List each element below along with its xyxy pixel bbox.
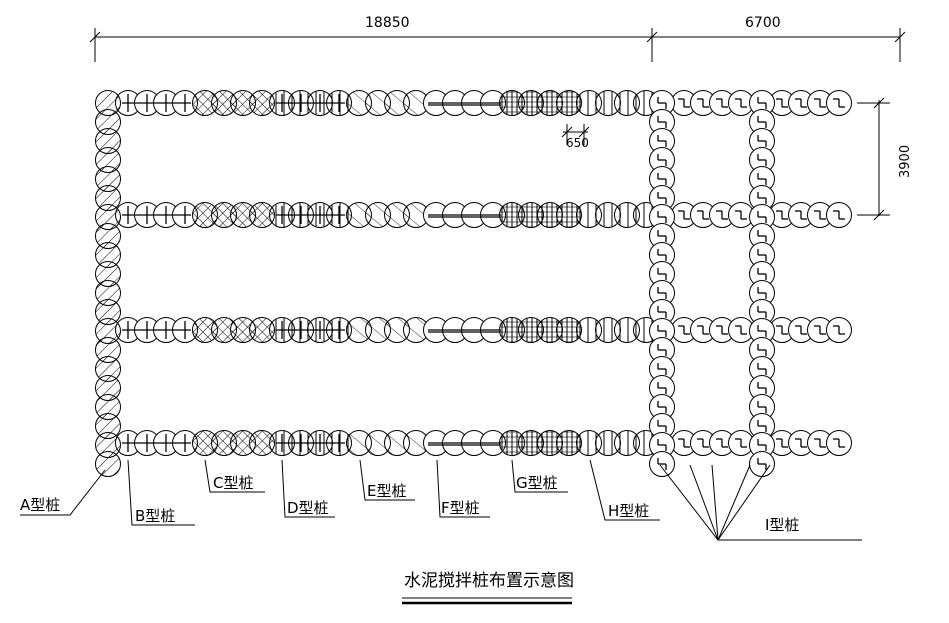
label-c-pile: C型桩: [213, 474, 253, 492]
pile-a: [95, 451, 121, 477]
leader-lines: [20, 459, 862, 541]
dimension-650: 650: [566, 136, 589, 150]
label-f-pile: F型桩: [441, 499, 480, 517]
dimension-total: [89, 28, 906, 62]
dimension-row-spacing: [857, 97, 890, 221]
label-i-pile: I型桩: [765, 516, 799, 534]
label-a-pile: A型桩: [20, 496, 60, 514]
dimension-pile-spacing: [561, 124, 590, 145]
label-d-pile: D型桩: [287, 499, 329, 517]
pile-groups: [95, 90, 852, 477]
dimension-6700: 6700: [745, 15, 781, 31]
label-b-pile: B型桩: [135, 507, 175, 525]
drawing-title: 水泥搅拌桩布置示意图: [404, 571, 574, 591]
label-h-pile: H型桩: [608, 502, 649, 520]
dimension-18850: 18850: [365, 15, 410, 31]
label-g-pile: G型桩: [516, 474, 558, 492]
dimension-3900: 3900: [898, 145, 913, 178]
label-e-pile: E型桩: [367, 482, 406, 500]
